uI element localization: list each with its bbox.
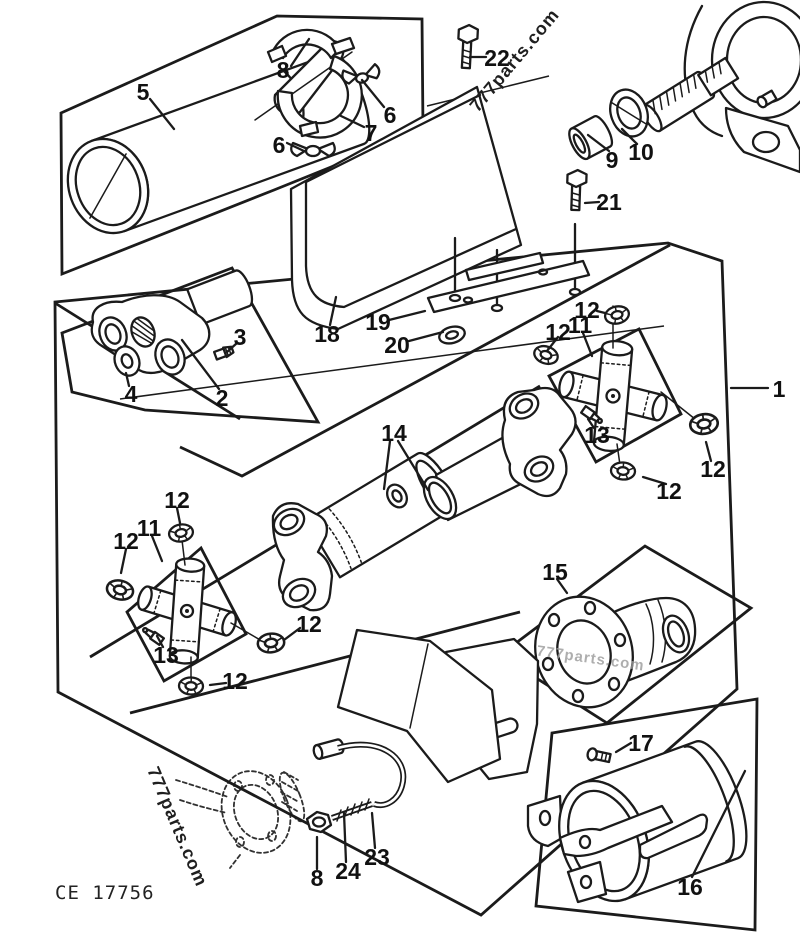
snap-ring-12 xyxy=(103,576,137,604)
callout-4: 4 xyxy=(125,381,138,407)
callout-23: 23 xyxy=(364,844,390,870)
callout-12e: 12 xyxy=(164,487,190,513)
callout-17: 17 xyxy=(628,730,654,756)
snap-ring-12 xyxy=(177,675,205,697)
callout-12d: 12 xyxy=(656,478,682,504)
callout-11b: 11 xyxy=(137,515,162,541)
callout-13a: 13 xyxy=(584,422,610,448)
seal-ring-10 xyxy=(609,88,649,138)
grease-fitting-13-right xyxy=(580,404,603,425)
callout-13b: 13 xyxy=(153,642,179,668)
callout-22: 22 xyxy=(484,45,510,71)
u-joint-cross-right xyxy=(558,305,701,473)
snap-ring-12 xyxy=(609,460,637,482)
guard-plate-front xyxy=(336,628,502,784)
callout-20: 20 xyxy=(384,332,410,358)
washer-20 xyxy=(438,325,466,345)
callout-3: 3 xyxy=(234,324,247,350)
drive-shaft-14 xyxy=(267,386,577,612)
callout-7: 7 xyxy=(365,120,378,146)
bracket-plate-19 xyxy=(426,222,591,345)
tractor-pto-housing xyxy=(641,0,800,174)
inner-panel-line-1 xyxy=(119,325,665,400)
leader-lines xyxy=(119,37,770,879)
callout-5: 5 xyxy=(137,79,150,105)
callout-18: 18 xyxy=(314,321,340,347)
callout-12g: 12 xyxy=(296,611,322,637)
housing-bolt xyxy=(756,89,778,109)
nut-8 xyxy=(305,810,333,834)
splined-bore xyxy=(130,316,156,348)
snap-ring-12 xyxy=(602,303,632,327)
callout-15: 15 xyxy=(542,559,568,585)
snap-ring-12 xyxy=(166,521,196,545)
housing-bracket xyxy=(724,106,800,174)
callout-24: 24 xyxy=(335,858,361,884)
main-group-panel xyxy=(53,241,739,917)
callout-12c: 12 xyxy=(700,456,726,482)
callout-2: 2 xyxy=(216,385,229,411)
bracket-bottom xyxy=(566,860,608,904)
callout-1: 1 xyxy=(773,376,786,402)
callout-19: 19 xyxy=(365,309,391,335)
wing-nut-6-bottom xyxy=(290,141,336,158)
callout-8: 8 xyxy=(277,57,290,83)
callout-16: 16 xyxy=(677,874,703,900)
figure-caption: CE 17756 xyxy=(55,882,155,904)
callout-9: 9 xyxy=(606,147,619,173)
snap-ring-12 xyxy=(255,631,287,655)
splined-pto-shaft xyxy=(641,56,740,133)
bolt-22 xyxy=(457,23,480,70)
watermark-bottom-left: 777parts.com xyxy=(143,764,211,890)
callout-labels: 5 8 6 7 6 22 9 10 21 18 19 20 12 11 12 1… xyxy=(113,45,785,900)
reference-hub-dashed xyxy=(175,770,306,869)
yoke-panel xyxy=(60,266,321,424)
screw-17 xyxy=(586,747,612,764)
callout-11a: 11 xyxy=(568,312,593,338)
shield-tube-panel xyxy=(534,697,759,932)
inner-panel-line-5 xyxy=(129,610,521,715)
callout-14: 14 xyxy=(381,420,407,446)
callout-12b: 12 xyxy=(545,319,571,345)
yoke-2-assembly xyxy=(90,269,254,377)
snap-ring-12 xyxy=(530,342,562,368)
callout-12f: 12 xyxy=(113,528,139,554)
bracket-middle xyxy=(558,804,674,858)
shaft-right-half xyxy=(422,386,577,522)
callout-8b: 8 xyxy=(311,865,324,891)
tube-slot xyxy=(638,813,709,860)
cross-panel-right xyxy=(547,327,683,464)
inner-panel-line-2 xyxy=(179,243,671,478)
snap-ring-12 xyxy=(687,411,721,437)
cap-4 xyxy=(113,345,141,377)
guard-23-assembly xyxy=(305,628,540,834)
callout-21: 21 xyxy=(596,189,622,215)
bracket-left xyxy=(526,794,564,848)
callout-10: 10 xyxy=(628,139,654,165)
flange-yoke-15 xyxy=(534,595,697,709)
callout-6b: 6 xyxy=(273,132,286,158)
callout-12h: 12 xyxy=(222,668,248,694)
bolt-21 xyxy=(566,168,588,212)
shield-18 xyxy=(289,85,523,331)
shaft-lip-ring xyxy=(386,483,408,509)
shield-tube-16 xyxy=(526,740,748,904)
callout-6: 6 xyxy=(384,102,397,128)
guard-pin xyxy=(312,738,345,760)
watermark-top: 777parts.com xyxy=(466,5,564,116)
callout-12a: 12 xyxy=(574,297,600,323)
flange-bolt-holes xyxy=(541,600,627,704)
